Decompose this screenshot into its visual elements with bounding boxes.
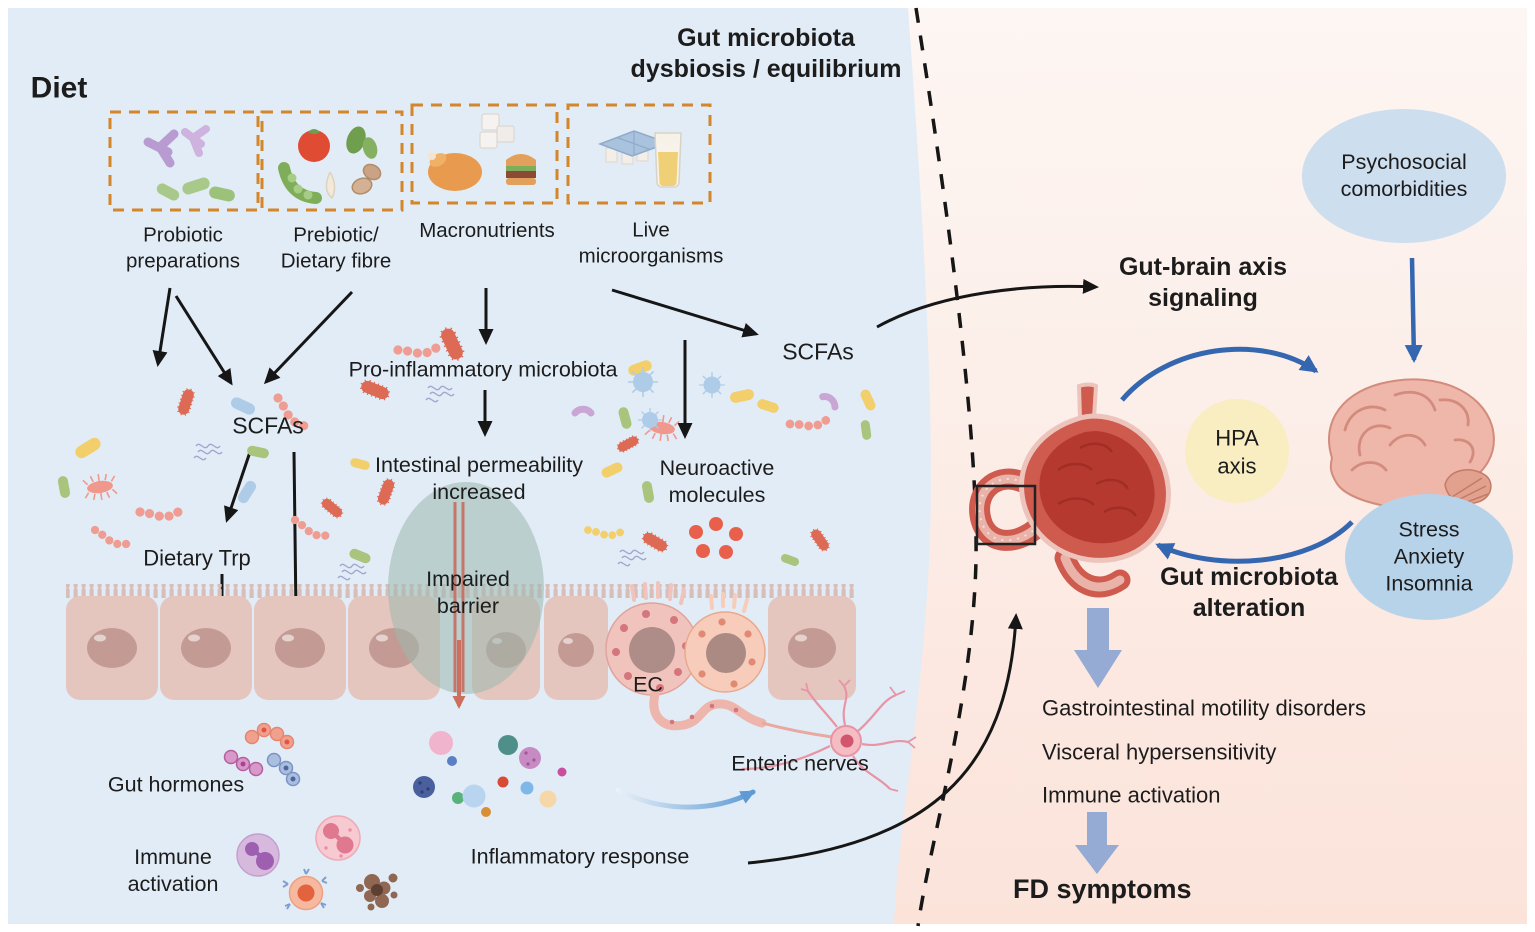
probiotic-bacteria-icon: [143, 125, 235, 202]
psychosocial-comorbidities-label: Psychosocial comorbidities: [1340, 150, 1468, 201]
diet-dashed-boxes: [108, 103, 712, 212]
magnifier-box: [975, 484, 1037, 546]
hpa-axis-label: HPA axis: [1215, 425, 1259, 479]
scfas-left-label: SCFAs: [232, 412, 304, 439]
immune-activation-left-label: Immune activation: [127, 845, 219, 896]
macronutrients-food-icon: [428, 113, 536, 191]
inflammation-to-nerves-arrow: [615, 787, 756, 810]
stress-anxiety-insomnia-label: Stress Anxiety Insomnia: [1385, 517, 1473, 596]
enteroendocrine-cells: [605, 581, 833, 739]
debris-cell-icon: [356, 873, 398, 911]
impaired-barrier-label: Impaired barrier: [426, 567, 510, 618]
stress-bubble: [1345, 494, 1513, 620]
fd-symptoms-label: FD symptoms: [1013, 874, 1192, 905]
hpa-axis-bubble: [1185, 399, 1289, 503]
neuroactive-molecules-label: Neuroactive molecules: [659, 456, 775, 507]
psychosocial-bubble: [1302, 109, 1506, 243]
gut-brain-axis-label: Gut-brain axis signaling: [1118, 252, 1288, 312]
gut-hormone-molecule-icons: [223, 722, 301, 787]
outcome-visceral-hypersensitivity: Visceral hypersensitivity: [1042, 739, 1277, 765]
diet-box-label-live-microorganisms: Live microorganisms: [578, 218, 724, 267]
diet-box-label-probiotic: Probiotic preparations: [126, 223, 240, 272]
immune-cell-icons: [236, 815, 398, 911]
ec-cell-label: EC: [633, 672, 663, 697]
vegetables-icon: [278, 126, 382, 204]
left-panel-heading: Gut microbiota dysbiosis / equilibrium: [630, 23, 902, 83]
block-arrows-down: [1074, 608, 1122, 874]
diet-box-label-prebiotic: Prebiotic/ Dietary fibre: [280, 223, 392, 272]
gut-microbiota-alteration-label: Gut microbiota alteration: [1160, 562, 1338, 622]
impaired-barrier-zone: [388, 482, 544, 709]
enteric-nerves-label: Enteric nerves: [731, 751, 869, 776]
intestinal-permeability-label: Intestinal permeability increased: [375, 453, 583, 504]
stomach-illustration: [969, 382, 1171, 598]
inflammatory-response-label: Inflammatory response: [470, 844, 690, 869]
dietary-trp-label: Dietary Trp: [143, 545, 251, 571]
neuroactive-molecule-dots: [689, 517, 743, 559]
left-panel-title: Diet: [30, 71, 88, 105]
fermented-food-icon: [597, 130, 682, 188]
outcome-immune-activation: Immune activation: [1042, 782, 1221, 808]
cytokine-dot-icons: [413, 731, 567, 817]
diet-box-label-macronutrients: Macronutrients: [419, 219, 555, 243]
outcome-motility-disorders: Gastrointestinal motility disorders: [1042, 695, 1367, 721]
scfas-right-label: SCFAs: [782, 338, 854, 365]
blue-arrows: [1120, 257, 1423, 564]
gut-hormones-label: Gut hormones: [107, 772, 245, 797]
enteric-neuron-icon: [741, 679, 917, 792]
brain-illustration: [1327, 378, 1495, 521]
pro-inflammatory-label: Pro-inflammatory microbiota: [348, 357, 618, 382]
